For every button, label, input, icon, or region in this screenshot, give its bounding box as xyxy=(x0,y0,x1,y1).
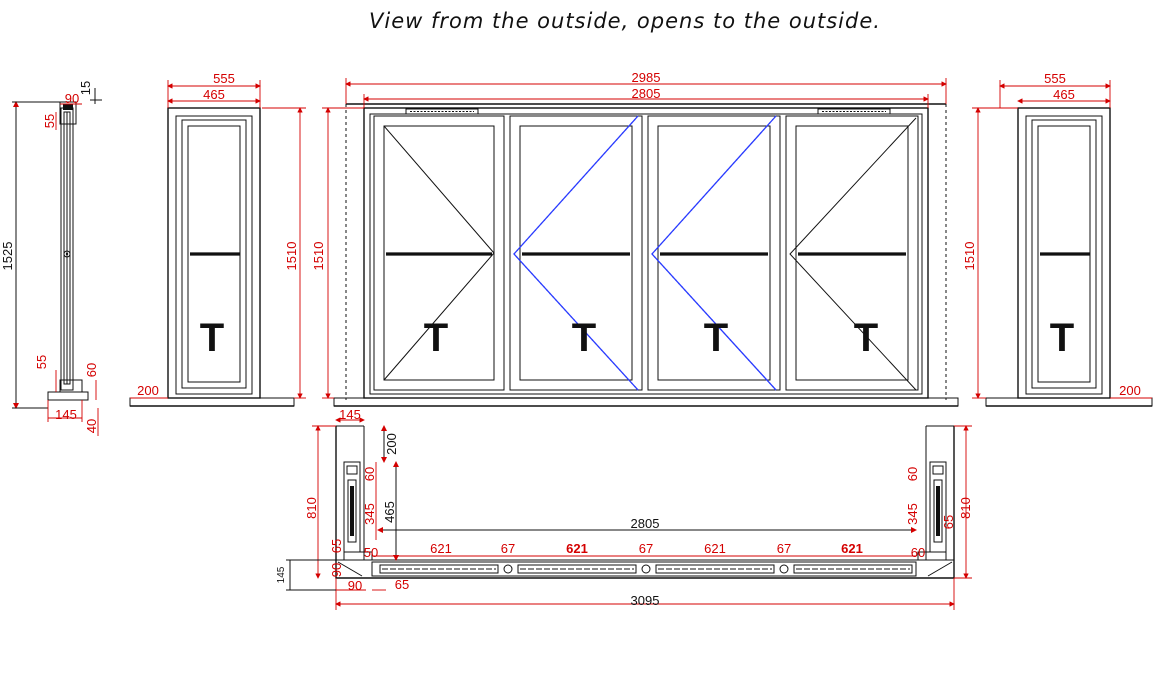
dim-left-55-top: 55 xyxy=(42,114,57,128)
plan-section-view xyxy=(286,417,972,610)
drawing-title: View from the outside, opens to the outs… xyxy=(369,9,881,33)
dim-plan-left-145v: 145 xyxy=(276,566,287,583)
sash-mark-2: T xyxy=(572,316,596,360)
dim-plan-sash-4: 621 xyxy=(841,541,863,556)
dim-left-15: 15 xyxy=(78,81,93,95)
dim-plan-mullion-2: 67 xyxy=(639,541,653,556)
sash-mark-3: T xyxy=(704,316,728,360)
dim-plan-145: 145 xyxy=(339,407,361,422)
dim-plan-right-810: 810 xyxy=(958,497,973,519)
dim-plan-left-90v: 90 xyxy=(329,563,344,577)
dim-plan-left-60: 60 xyxy=(362,467,377,481)
dim-right-200: 200 xyxy=(1119,383,1141,398)
dim-plan-left-90h: 90 xyxy=(348,578,362,593)
sash-mark-right: T xyxy=(1050,316,1074,360)
main-elevation xyxy=(322,78,959,407)
dim-left-465: 465 xyxy=(203,87,225,102)
right-side-elevation xyxy=(972,80,1153,407)
sash-mark-4: T xyxy=(854,316,878,360)
dim-plan-right-60b: 60 xyxy=(911,545,925,560)
dim-plan-3095: 3095 xyxy=(631,593,660,608)
dim-plan-465: 465 xyxy=(382,501,397,523)
dim-plan-left-50: 50 xyxy=(364,545,378,560)
left-side-elevation xyxy=(129,80,306,407)
dim-right-465: 465 xyxy=(1053,87,1075,102)
dim-right-555: 555 xyxy=(1044,71,1066,86)
dim-plan-sash-2: 621 xyxy=(566,541,588,556)
dim-right-1510: 1510 xyxy=(962,242,977,271)
dim-plan-2805: 2805 xyxy=(631,516,660,531)
dim-plan-right-345: 345 xyxy=(905,503,920,525)
dim-1525: 1525 xyxy=(0,242,15,271)
dim-left-60: 60 xyxy=(84,363,99,377)
dim-plan-mullion-1: 67 xyxy=(501,541,515,556)
dim-plan-mullion-3: 67 xyxy=(777,541,791,556)
dim-left-555: 555 xyxy=(213,71,235,86)
dim-plan-sash-1: 621 xyxy=(430,541,452,556)
dim-left-40: 40 xyxy=(84,419,99,433)
dim-plan-left-65h: 65 xyxy=(395,577,409,592)
dim-plan-right-60: 60 xyxy=(905,467,920,481)
dim-left-145: 145 xyxy=(55,407,77,422)
dim-plan-left-345: 345 xyxy=(362,503,377,525)
dim-left-90: 90 xyxy=(65,91,79,106)
dim-plan-right-65: 65 xyxy=(941,515,956,529)
dim-main-2805: 2805 xyxy=(632,86,661,101)
dim-plan-200: 200 xyxy=(384,433,399,455)
dim-left-55-bottom: 55 xyxy=(34,355,49,369)
sash-mark-left: T xyxy=(200,316,224,360)
dim-plan-sash-3: 621 xyxy=(704,541,726,556)
left-section-view xyxy=(12,88,102,436)
dim-left-200: 200 xyxy=(137,383,159,398)
dim-left-1510: 1510 xyxy=(284,242,299,271)
dim-main-2985: 2985 xyxy=(632,70,661,85)
dim-plan-left-65: 65 xyxy=(329,539,344,553)
dim-main-1510: 1510 xyxy=(311,242,326,271)
sash-mark-1: T xyxy=(424,316,448,360)
dim-plan-left-810: 810 xyxy=(304,497,319,519)
